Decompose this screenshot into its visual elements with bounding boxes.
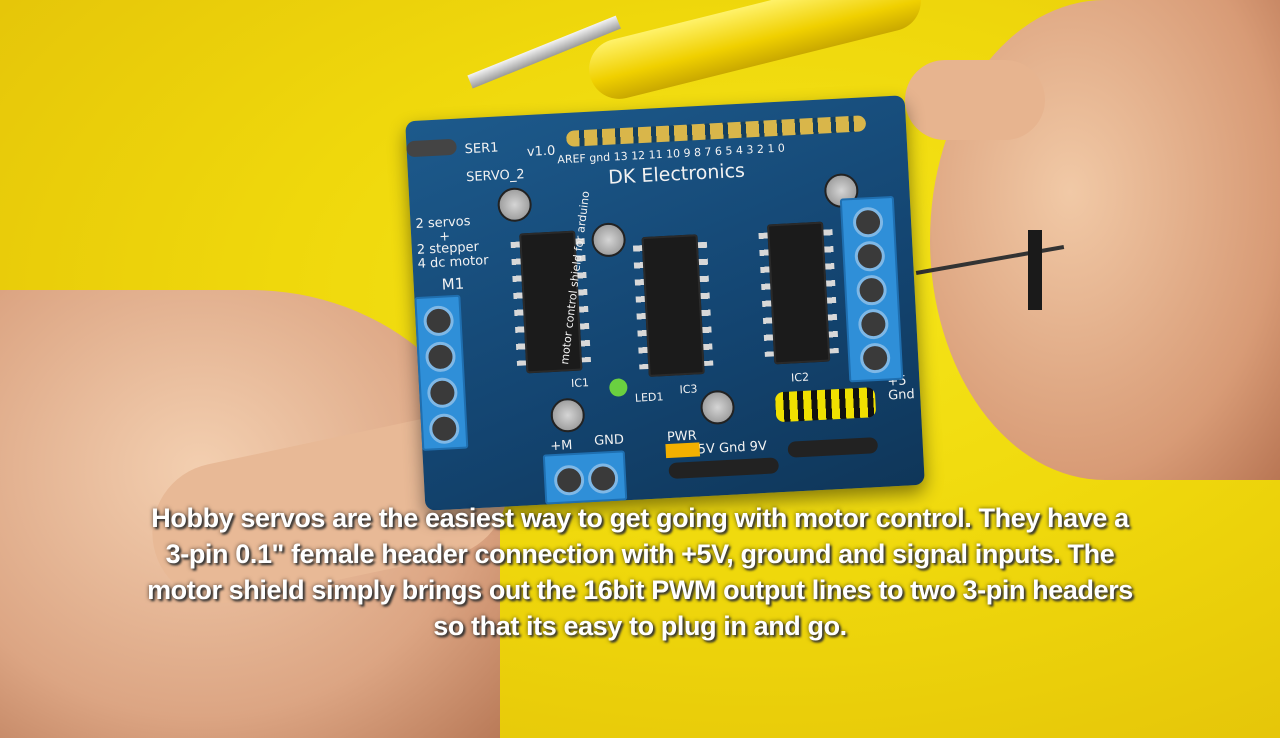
ic3-chip bbox=[641, 234, 705, 377]
capacitor bbox=[699, 389, 736, 426]
capacitor bbox=[496, 186, 533, 223]
board-gnd: GND bbox=[593, 432, 625, 449]
subtitle-line: 3-pin 0.1" female header connection with… bbox=[165, 539, 1115, 569]
pwr-jumper bbox=[665, 442, 701, 459]
yellow-pin-rows bbox=[774, 387, 877, 423]
servo-header bbox=[406, 138, 457, 158]
wire-connector bbox=[1028, 230, 1042, 310]
board-m-plus: +M bbox=[549, 438, 573, 455]
subtitle-line: so that its easy to plug in and go. bbox=[433, 611, 847, 641]
power-header bbox=[668, 457, 780, 480]
board-ic1: IC1 bbox=[570, 376, 590, 391]
motor-shield-board: SER1 v1.0 SERVO_2 AREF gnd 13 12 11 10 9… bbox=[405, 95, 925, 511]
led bbox=[608, 378, 628, 398]
board-version: v1.0 bbox=[526, 143, 556, 161]
subtitle-line: Hobby servos are the easiest way to get … bbox=[151, 503, 1129, 533]
board-feature-4: 4 dc motor bbox=[417, 253, 489, 272]
subtitles: Hobby servos are the easiest way to get … bbox=[0, 500, 1280, 644]
subtitle-line: motor shield simply brings out the 16bit… bbox=[147, 575, 1133, 605]
capacitor bbox=[549, 397, 586, 434]
board-servo2: SERVO_2 bbox=[465, 167, 525, 186]
board-volt: 5V Gnd 9V bbox=[697, 438, 768, 458]
screwdriver-handle bbox=[582, 0, 928, 106]
board-ic2: IC2 bbox=[790, 370, 810, 385]
analog-header bbox=[787, 437, 879, 458]
board-gnd2: Gnd bbox=[887, 387, 916, 404]
capacitor bbox=[590, 221, 627, 258]
ic2-chip bbox=[767, 221, 831, 365]
board-led1: LED1 bbox=[634, 390, 664, 405]
digital-header bbox=[565, 115, 867, 147]
right-finger bbox=[905, 60, 1045, 140]
board-brand: DK Electronics bbox=[607, 159, 746, 189]
board-ic3: IC3 bbox=[679, 382, 698, 397]
board-ser1: SER1 bbox=[464, 140, 499, 158]
board-m1: M1 bbox=[441, 274, 465, 294]
